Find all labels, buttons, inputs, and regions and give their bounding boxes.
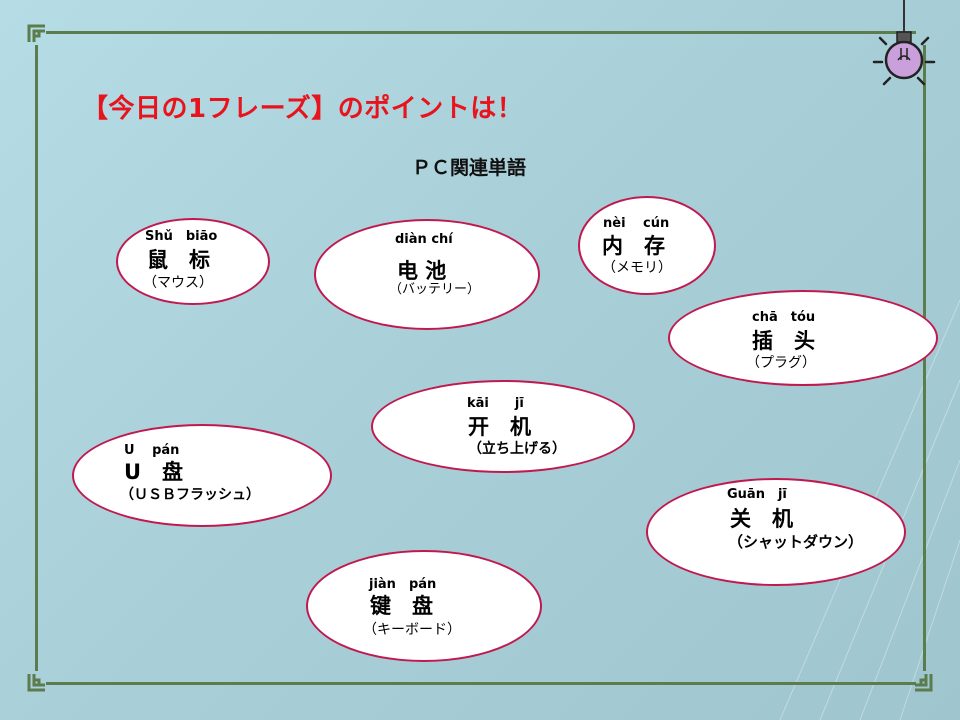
meaning-memory: （メモリ） xyxy=(602,260,672,276)
hanzi-mouse: 鼠 标 xyxy=(147,248,210,272)
word-bubble-shutdown xyxy=(646,478,906,586)
pinyin-keyboard: jiàn pán xyxy=(369,577,437,592)
meaning-keyboard: （キーボード） xyxy=(363,622,461,638)
pinyin-mouse: Shǔ biāo xyxy=(145,229,218,244)
hanzi-shutdown: 关 机 xyxy=(730,507,793,531)
meaning-mouse: （マウス） xyxy=(143,275,213,291)
word-bubble-battery xyxy=(314,219,540,330)
corner-ornament-icon xyxy=(913,672,933,692)
meaning-usb: （ＵＳＢフラッシュ） xyxy=(120,487,260,503)
pinyin-plug: chā tóu xyxy=(752,310,816,325)
pinyin-power-on: kāi jī xyxy=(467,396,524,411)
pinyin-memory: nèi cún xyxy=(603,216,670,231)
pinyin-usb: U pán xyxy=(124,443,180,458)
pinyin-battery: diàn chí xyxy=(395,232,453,247)
word-bubble-mouse xyxy=(116,218,270,305)
word-bubble-usb xyxy=(72,424,332,527)
slide-title: 【今日の1フレーズ】のポイントは！ xyxy=(82,94,524,124)
hanzi-power-on: 开 机 xyxy=(468,415,531,439)
pinyin-shutdown: Guān jī xyxy=(727,487,787,502)
word-bubble-power-on xyxy=(371,380,635,473)
meaning-shutdown: （シャットダウン） xyxy=(728,533,864,551)
frame-left xyxy=(35,45,38,671)
hanzi-battery: 电 池 xyxy=(397,259,447,283)
corner-ornament-icon xyxy=(27,672,47,692)
word-bubble-keyboard xyxy=(306,550,542,662)
hanzi-keyboard: 键 盘 xyxy=(370,594,433,618)
meaning-plug: （プラグ） xyxy=(746,355,816,371)
word-bubble-memory xyxy=(578,196,716,295)
hanzi-usb: U 盘 xyxy=(124,460,184,484)
meaning-battery: （バッテリー） xyxy=(389,282,481,297)
frame-bottom xyxy=(46,682,916,685)
hanzi-memory: 内 存 xyxy=(602,234,665,258)
lightbulb-icon xyxy=(872,0,936,86)
corner-ornament-icon xyxy=(27,24,47,44)
slide-subtitle: ＰＣ関連単語 xyxy=(412,157,527,179)
hanzi-plug: 插 头 xyxy=(752,329,815,353)
frame-top xyxy=(46,31,916,34)
meaning-power-on: （立ち上げる） xyxy=(468,441,566,457)
word-bubble-plug xyxy=(668,290,938,386)
